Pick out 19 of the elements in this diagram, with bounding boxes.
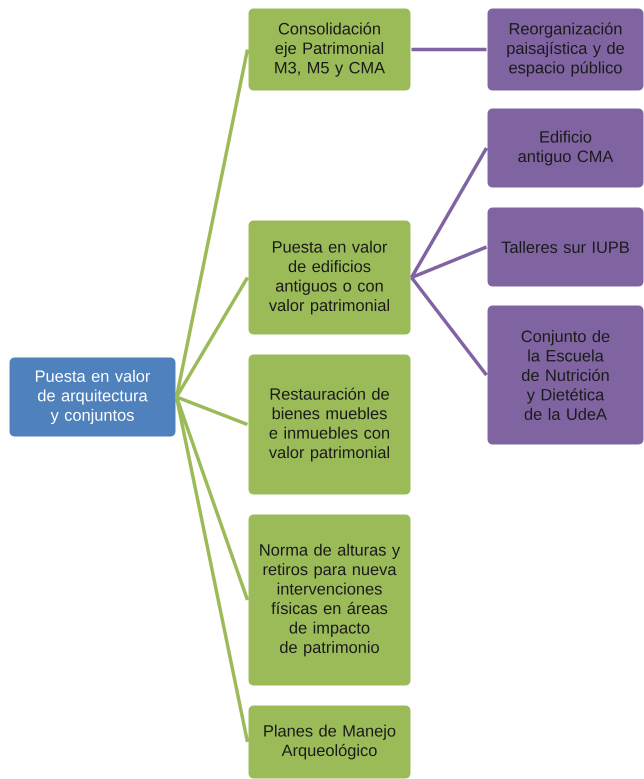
topic-box: Restauración de bienes muebles e inmuebles con valor patrimonial	[247, 353, 412, 496]
topic-box: Puesta en valor de edificios antiguos o con valor patrimonial	[247, 219, 412, 336]
connector-line	[176, 395, 248, 426]
subtopic-box: Edificio antiguo CMA	[486, 107, 644, 189]
connector-line	[410, 276, 488, 376]
subtopic-box: Conjunto de la Escuela de Nutrición y Dietética de la UdeA	[486, 304, 644, 446]
topic-box: Planes de Manejo Arqueológico	[247, 704, 412, 779]
connector-line	[410, 245, 488, 280]
subtopic-box: Talleres sur IUPB	[486, 206, 644, 288]
topic-box: Norma de alturas y retiros para nueva intervenciones físicas en áreas de impacto de patrimonio	[247, 513, 412, 687]
connector-line	[175, 276, 249, 398]
connector-line	[410, 147, 488, 278]
connector-line	[412, 48, 486, 52]
topic-box: Consolidación eje Patrimonial M3, M5 y CMA	[247, 7, 412, 92]
root-box: Puesta en valor de arquitectura y conjuntos	[8, 356, 177, 438]
subtopic-box: Reorganización paisajística y de espacio público	[486, 7, 644, 92]
connector-line	[174, 396, 250, 601]
connector-line	[174, 49, 250, 398]
connector-line	[174, 396, 250, 742]
